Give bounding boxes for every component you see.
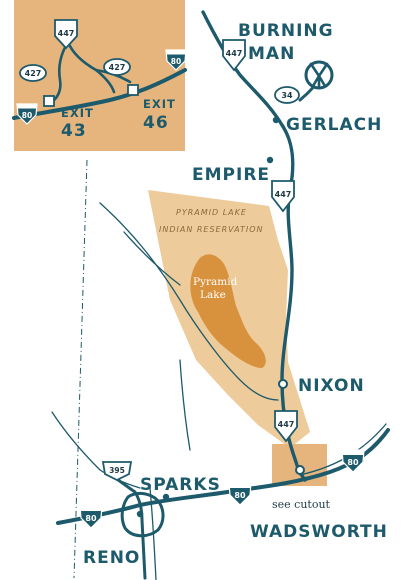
svg-text:80: 80	[22, 111, 32, 120]
sparks-dot	[162, 493, 170, 501]
winnemucca-river	[123, 231, 181, 286]
route-447-main	[201, 10, 307, 482]
route-447-shield-south: 447	[274, 410, 298, 443]
inset-route-427-shield-right: 427	[103, 58, 131, 76]
inset-exit-46-word: EXIT	[143, 97, 176, 111]
label-empire: EMPIRE	[192, 165, 270, 185]
svg-text:34: 34	[281, 91, 293, 100]
label-reno: RENO	[83, 548, 140, 568]
svg-text:447: 447	[278, 420, 295, 429]
label-gerlach: GERLACH	[286, 115, 382, 135]
i80-shield-middle: 80	[228, 482, 252, 506]
i80-shield-west: 80	[79, 505, 103, 529]
svg-text:447: 447	[275, 190, 292, 199]
label-burning: BURNING	[238, 21, 334, 41]
reno-dot	[136, 510, 144, 518]
inset-guide-line	[73, 159, 88, 579]
svg-text:80: 80	[171, 57, 181, 66]
inset-map: 447 427 427 80 80 EXIT 43 EXIT 46	[12, 0, 187, 151]
sparks-road-north	[179, 359, 191, 451]
pyramid-lake	[190, 254, 266, 368]
svg-text:447: 447	[58, 29, 75, 38]
svg-text:395: 395	[109, 466, 125, 475]
route-447-shield-middle: 447	[271, 180, 295, 213]
inset-route-427-shield-left: 427	[19, 64, 47, 82]
label-sparks: SPARKS	[140, 475, 221, 495]
label-reservation-1: PYRAMID LAKE	[176, 208, 247, 217]
inset-exit-43-square	[43, 95, 55, 107]
wadsworth-dot	[295, 465, 305, 475]
nixon-dot	[278, 379, 288, 389]
svg-text:427: 427	[25, 69, 42, 78]
inset-exit-43-number: 43	[61, 121, 87, 141]
inset-i80	[12, 68, 187, 120]
svg-text:80: 80	[234, 491, 246, 500]
inset-route-447-shield: 447	[54, 19, 78, 50]
truckee-river	[99, 202, 279, 401]
inset-exit-46-number: 46	[143, 113, 169, 133]
label-man: MAN	[248, 44, 295, 64]
us-395	[103, 468, 147, 580]
label-reservation-2: INDIAN RESERVATION	[159, 225, 264, 234]
svg-text:427: 427	[109, 63, 126, 72]
burning-man-icon	[304, 60, 334, 90]
inset-exit-46-square	[127, 84, 139, 96]
svg-text:80: 80	[85, 514, 97, 523]
svg-text:447: 447	[226, 49, 243, 58]
svg-text:80: 80	[347, 458, 359, 467]
inset-i80-shield-west: 80	[16, 103, 38, 125]
see-cutout-note: see cutout	[272, 498, 331, 511]
route-34-shield: 34	[274, 86, 300, 104]
route-447-shield-north: 447	[222, 39, 246, 72]
west-creek	[51, 411, 141, 489]
label-lake-1: Pyramid	[193, 276, 238, 288]
inset-exit-43-word: EXIT	[61, 106, 94, 120]
label-wadsworth: WADSWORTH	[250, 522, 388, 542]
label-nixon: NIXON	[298, 376, 365, 396]
empire-dot	[266, 156, 274, 164]
gerlach-dot	[272, 116, 280, 124]
inset-i80-shield-east: 80	[165, 49, 187, 71]
i80-shield-east: 80	[341, 449, 365, 473]
sparks-reno-loop	[120, 491, 165, 538]
interstate-80	[56, 428, 390, 525]
label-lake-2: Lake	[200, 289, 226, 301]
us-395-shield: 395	[101, 461, 133, 482]
